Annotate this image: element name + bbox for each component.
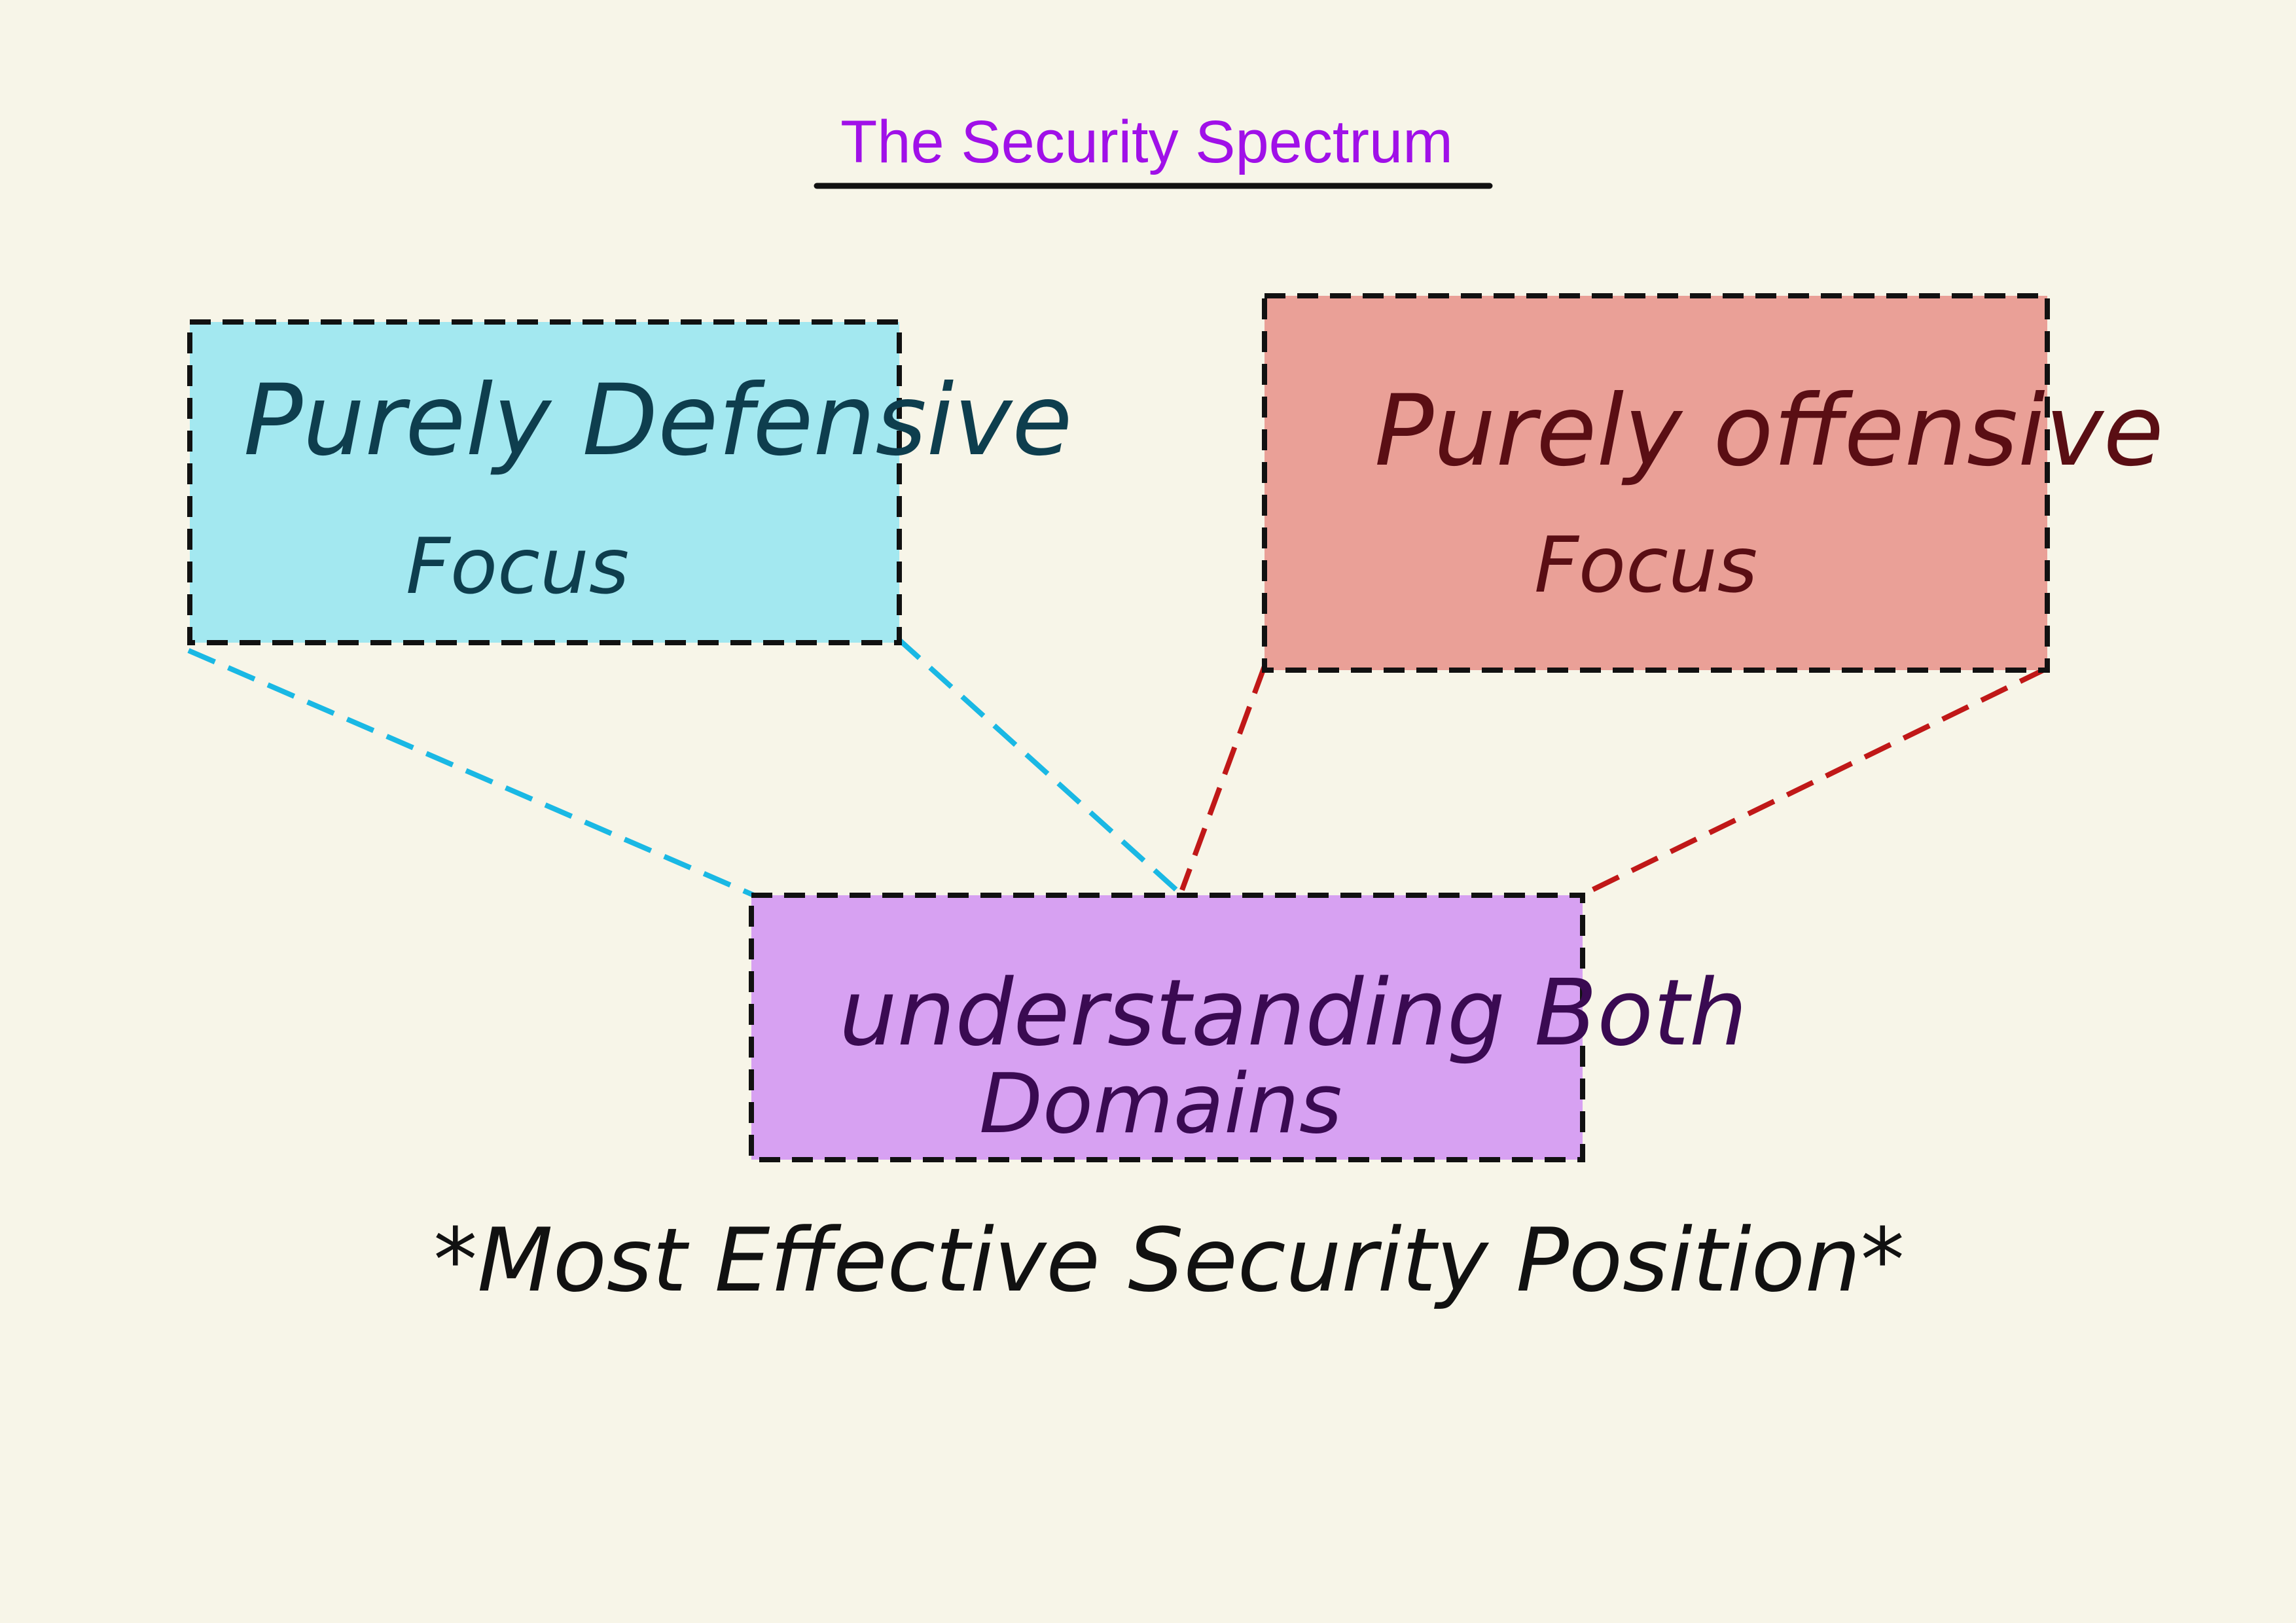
node-defensive-line1: Purely Defensive xyxy=(243,364,1072,478)
node-both: understanding Both Domains xyxy=(749,893,1748,1162)
offensive-connectors xyxy=(1179,665,2047,895)
defensive-connectors xyxy=(187,637,1181,898)
node-offensive-box xyxy=(1262,293,2050,673)
most-effective-note: *Most Effective Security Position* xyxy=(433,1209,1905,1311)
node-defensive: Purely Defensive Focus xyxy=(187,319,1072,645)
connector-defensive-left xyxy=(187,648,755,898)
connector-defensive-right xyxy=(896,637,1181,895)
node-offensive-line1: Purely offensive xyxy=(1374,374,2164,488)
node-both-line2: Domains xyxy=(979,1056,1342,1152)
node-defensive-line2: Focus xyxy=(406,521,629,611)
node-both-box xyxy=(749,893,1585,1162)
node-both-line1: understanding Both xyxy=(839,960,1748,1067)
node-offensive: Purely offensive Focus xyxy=(1262,293,2164,673)
node-offensive-line2: Focus xyxy=(1534,520,1757,610)
node-defensive-box xyxy=(187,319,902,645)
connector-offensive-right xyxy=(1585,666,2047,895)
diagram-title: The Security Spectrum xyxy=(840,109,1453,175)
connector-offensive-left xyxy=(1179,665,1267,891)
